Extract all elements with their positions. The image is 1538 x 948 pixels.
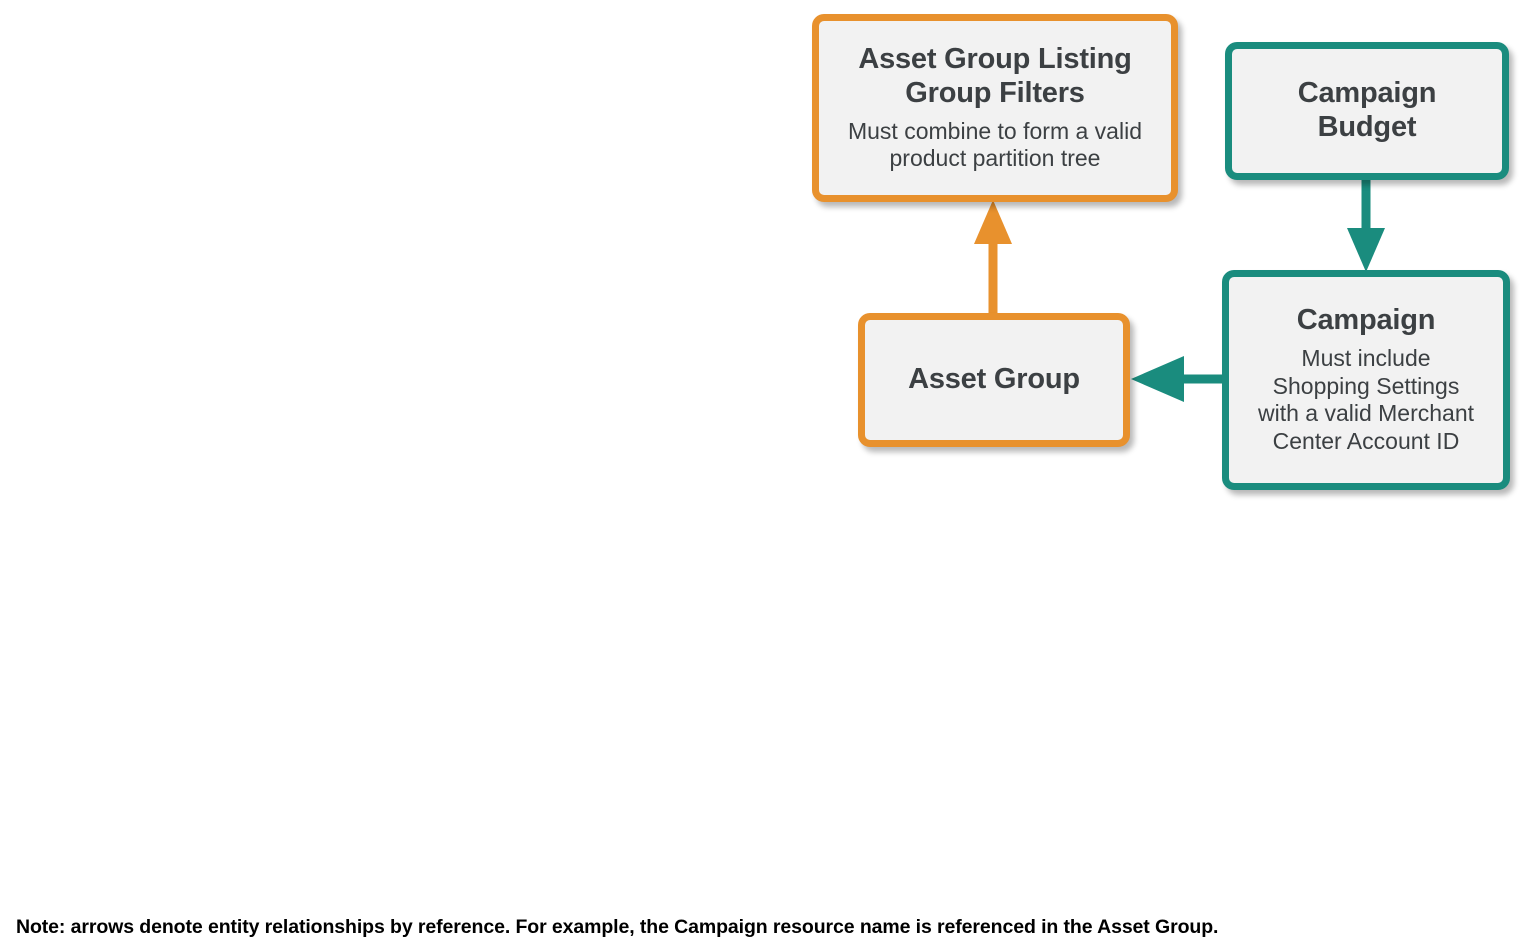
node-title: Campaign xyxy=(1296,304,1436,337)
node-campaign[interactable]: Campaign Must include Shopping Settings … xyxy=(1222,270,1510,490)
node-campaign-budget[interactable]: Campaign Budget xyxy=(1225,42,1509,180)
node-asset-group-listing-group-filters[interactable]: Asset Group Listing Group Filters Must c… xyxy=(812,14,1178,202)
diagram-note: Note: arrows denote entity relationships… xyxy=(16,916,1219,938)
node-title: Campaign Budget xyxy=(1297,77,1437,143)
edge-campaign-budget-to-campaign xyxy=(1347,176,1385,272)
node-subtitle: Must combine to form a valid product par… xyxy=(847,117,1142,172)
edge-campaign-to-asset-group xyxy=(1131,356,1226,402)
node-asset-group[interactable]: Asset Group xyxy=(858,313,1130,447)
node-title: Asset Group Listing Group Filters xyxy=(858,42,1132,109)
edge-asset-group-to-listing-filters xyxy=(974,200,1012,318)
node-subtitle: Must include Shopping Settings with a va… xyxy=(1257,345,1475,455)
node-title: Asset Group xyxy=(908,363,1080,396)
